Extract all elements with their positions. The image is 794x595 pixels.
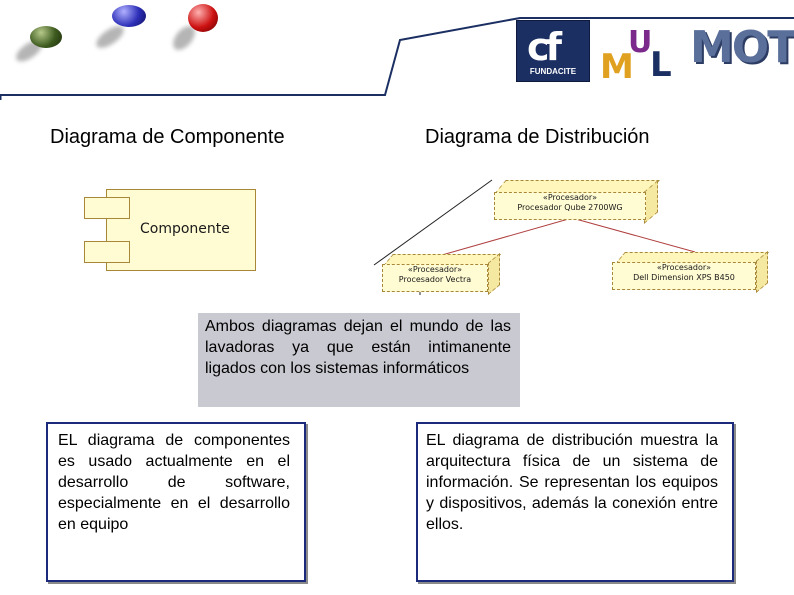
- green-ball-icon: [30, 26, 62, 48]
- red-ball-icon: [188, 4, 218, 32]
- note-text: Ambos diagramas dejan el mundo de las la…: [205, 316, 511, 379]
- deployment-node-vectra: «Procesador» Procesador Vectra: [382, 264, 488, 292]
- component-diagram-title: Diagrama de Componente: [50, 126, 285, 149]
- fundacite-logo: cf FUNDACITE: [516, 20, 590, 82]
- uml-logo: U M L: [598, 22, 684, 82]
- deployment-diagram-title: Diagrama de Distribución: [425, 126, 650, 149]
- fundacite-name: FUNDACITE: [517, 67, 589, 76]
- node-name: Dell Dimension XPS B450: [613, 273, 755, 283]
- component-tab-bottom: [84, 241, 130, 263]
- node-name: Procesador Vectra: [383, 275, 487, 285]
- deployment-description-text: EL diagrama de distribución muestra la a…: [426, 430, 718, 535]
- blue-ball-icon: [112, 5, 146, 27]
- node-stereotype: «Procesador»: [613, 263, 755, 273]
- component-description-text: EL diagrama de componentes es usado actu…: [58, 430, 290, 535]
- node-stereotype: «Procesador»: [495, 193, 645, 203]
- component-label: Componente: [140, 221, 230, 237]
- uml-letter-m: M: [600, 47, 634, 82]
- node-stereotype: «Procesador»: [383, 265, 487, 275]
- fundacite-mark: cf: [527, 27, 558, 67]
- deployment-node-dell: «Procesador» Dell Dimension XPS B450: [612, 262, 756, 290]
- uml-letter-l: L: [650, 45, 672, 82]
- node-name: Procesador Qube 2700WG: [495, 203, 645, 213]
- mot-logo: MOT: [690, 24, 780, 72]
- deployment-node-qube: «Procesador» Procesador Qube 2700WG: [494, 192, 646, 220]
- uml-logo-graphic: U M L: [598, 22, 684, 82]
- component-tab-top: [84, 197, 130, 219]
